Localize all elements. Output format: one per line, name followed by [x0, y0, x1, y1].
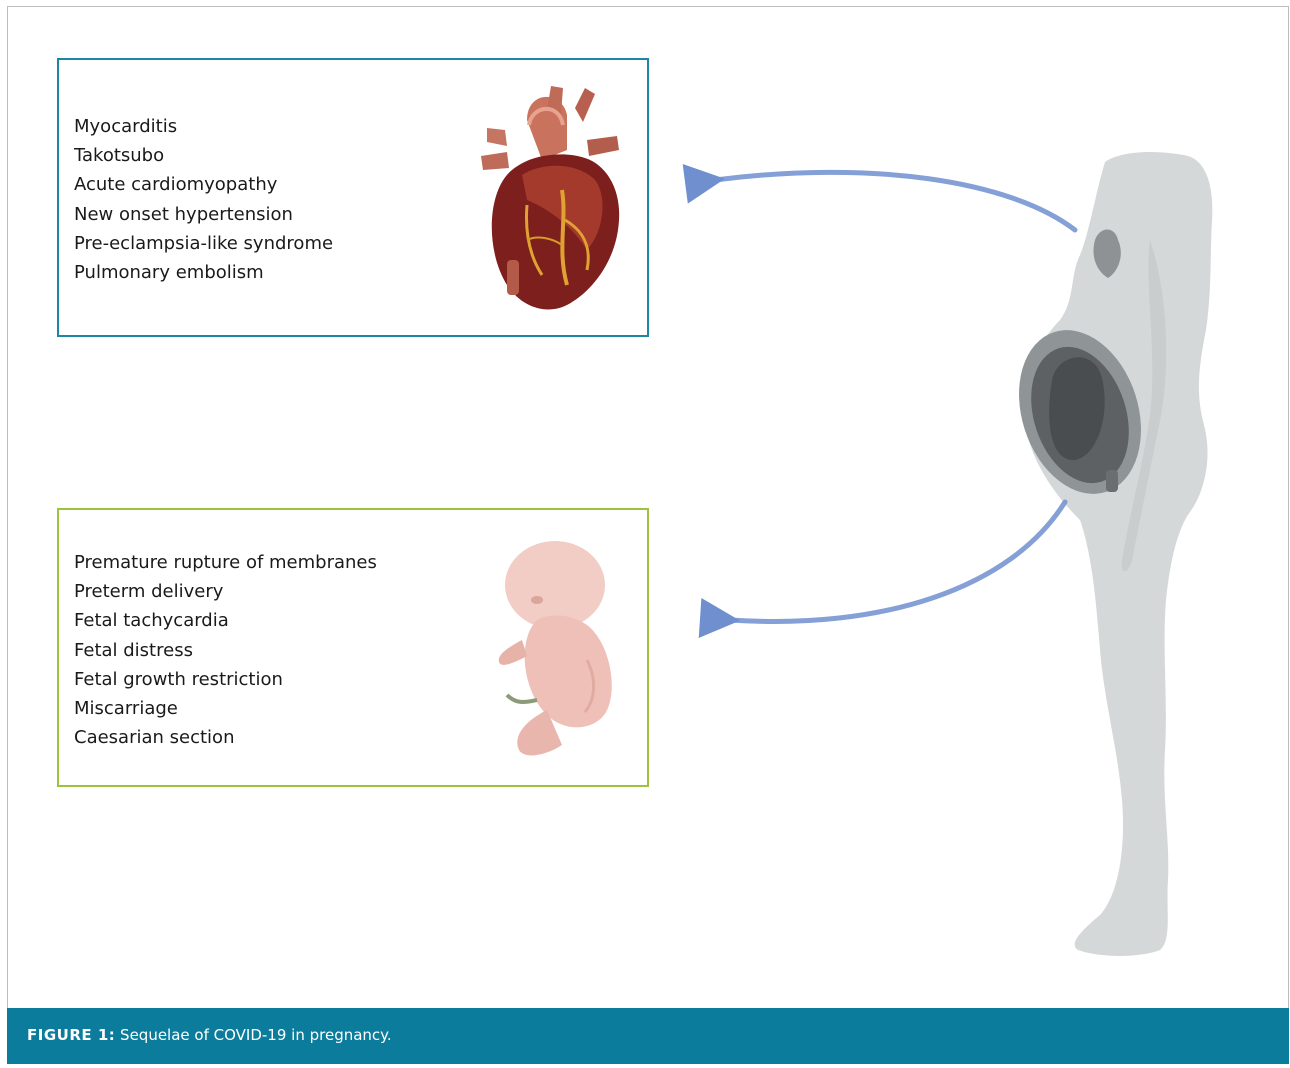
cardiac-complications-box: Myocarditis Takotsubo Acute cardiomyopat…	[57, 58, 649, 337]
caption-label: FIGURE 1:	[27, 1026, 115, 1044]
fetal-item: Caesarian section	[74, 723, 377, 752]
fetal-complications-box: Premature rupture of membranes Preterm d…	[57, 508, 649, 787]
fetal-item: Fetal growth restriction	[74, 665, 377, 694]
cardiac-item: Takotsubo	[74, 141, 333, 170]
fetal-item: Preterm delivery	[74, 577, 377, 606]
figure-caption: FIGURE 1: Sequelae of COVID-19 in pregna…	[27, 1026, 392, 1044]
fetal-item: Fetal distress	[74, 636, 377, 665]
cardiac-item: New onset hypertension	[74, 200, 333, 229]
caption-bar: FIGURE 1: Sequelae of COVID-19 in pregna…	[7, 1008, 1289, 1064]
cardiac-item: Myocarditis	[74, 112, 333, 141]
cardiac-item: Pulmonary embolism	[74, 258, 333, 287]
caption-text: Sequelae of COVID-19 in pregnancy.	[115, 1026, 391, 1044]
fetus-icon	[467, 530, 633, 774]
cardiac-item: Pre-eclampsia-like syndrome	[74, 229, 333, 258]
fetal-item: Premature rupture of membranes	[74, 548, 377, 577]
cardiac-complications-list: Myocarditis Takotsubo Acute cardiomyopat…	[74, 112, 333, 287]
arrow-to-cardiac	[715, 172, 1075, 230]
cardiac-item: Acute cardiomyopathy	[74, 170, 333, 199]
pregnant-woman-silhouette	[999, 152, 1212, 956]
arrow-to-fetal	[730, 502, 1065, 622]
fetal-item: Fetal tachycardia	[74, 606, 377, 635]
fetal-item: Miscarriage	[74, 694, 377, 723]
heart-icon	[467, 80, 633, 324]
fetal-complications-list: Premature rupture of membranes Preterm d…	[74, 548, 377, 752]
